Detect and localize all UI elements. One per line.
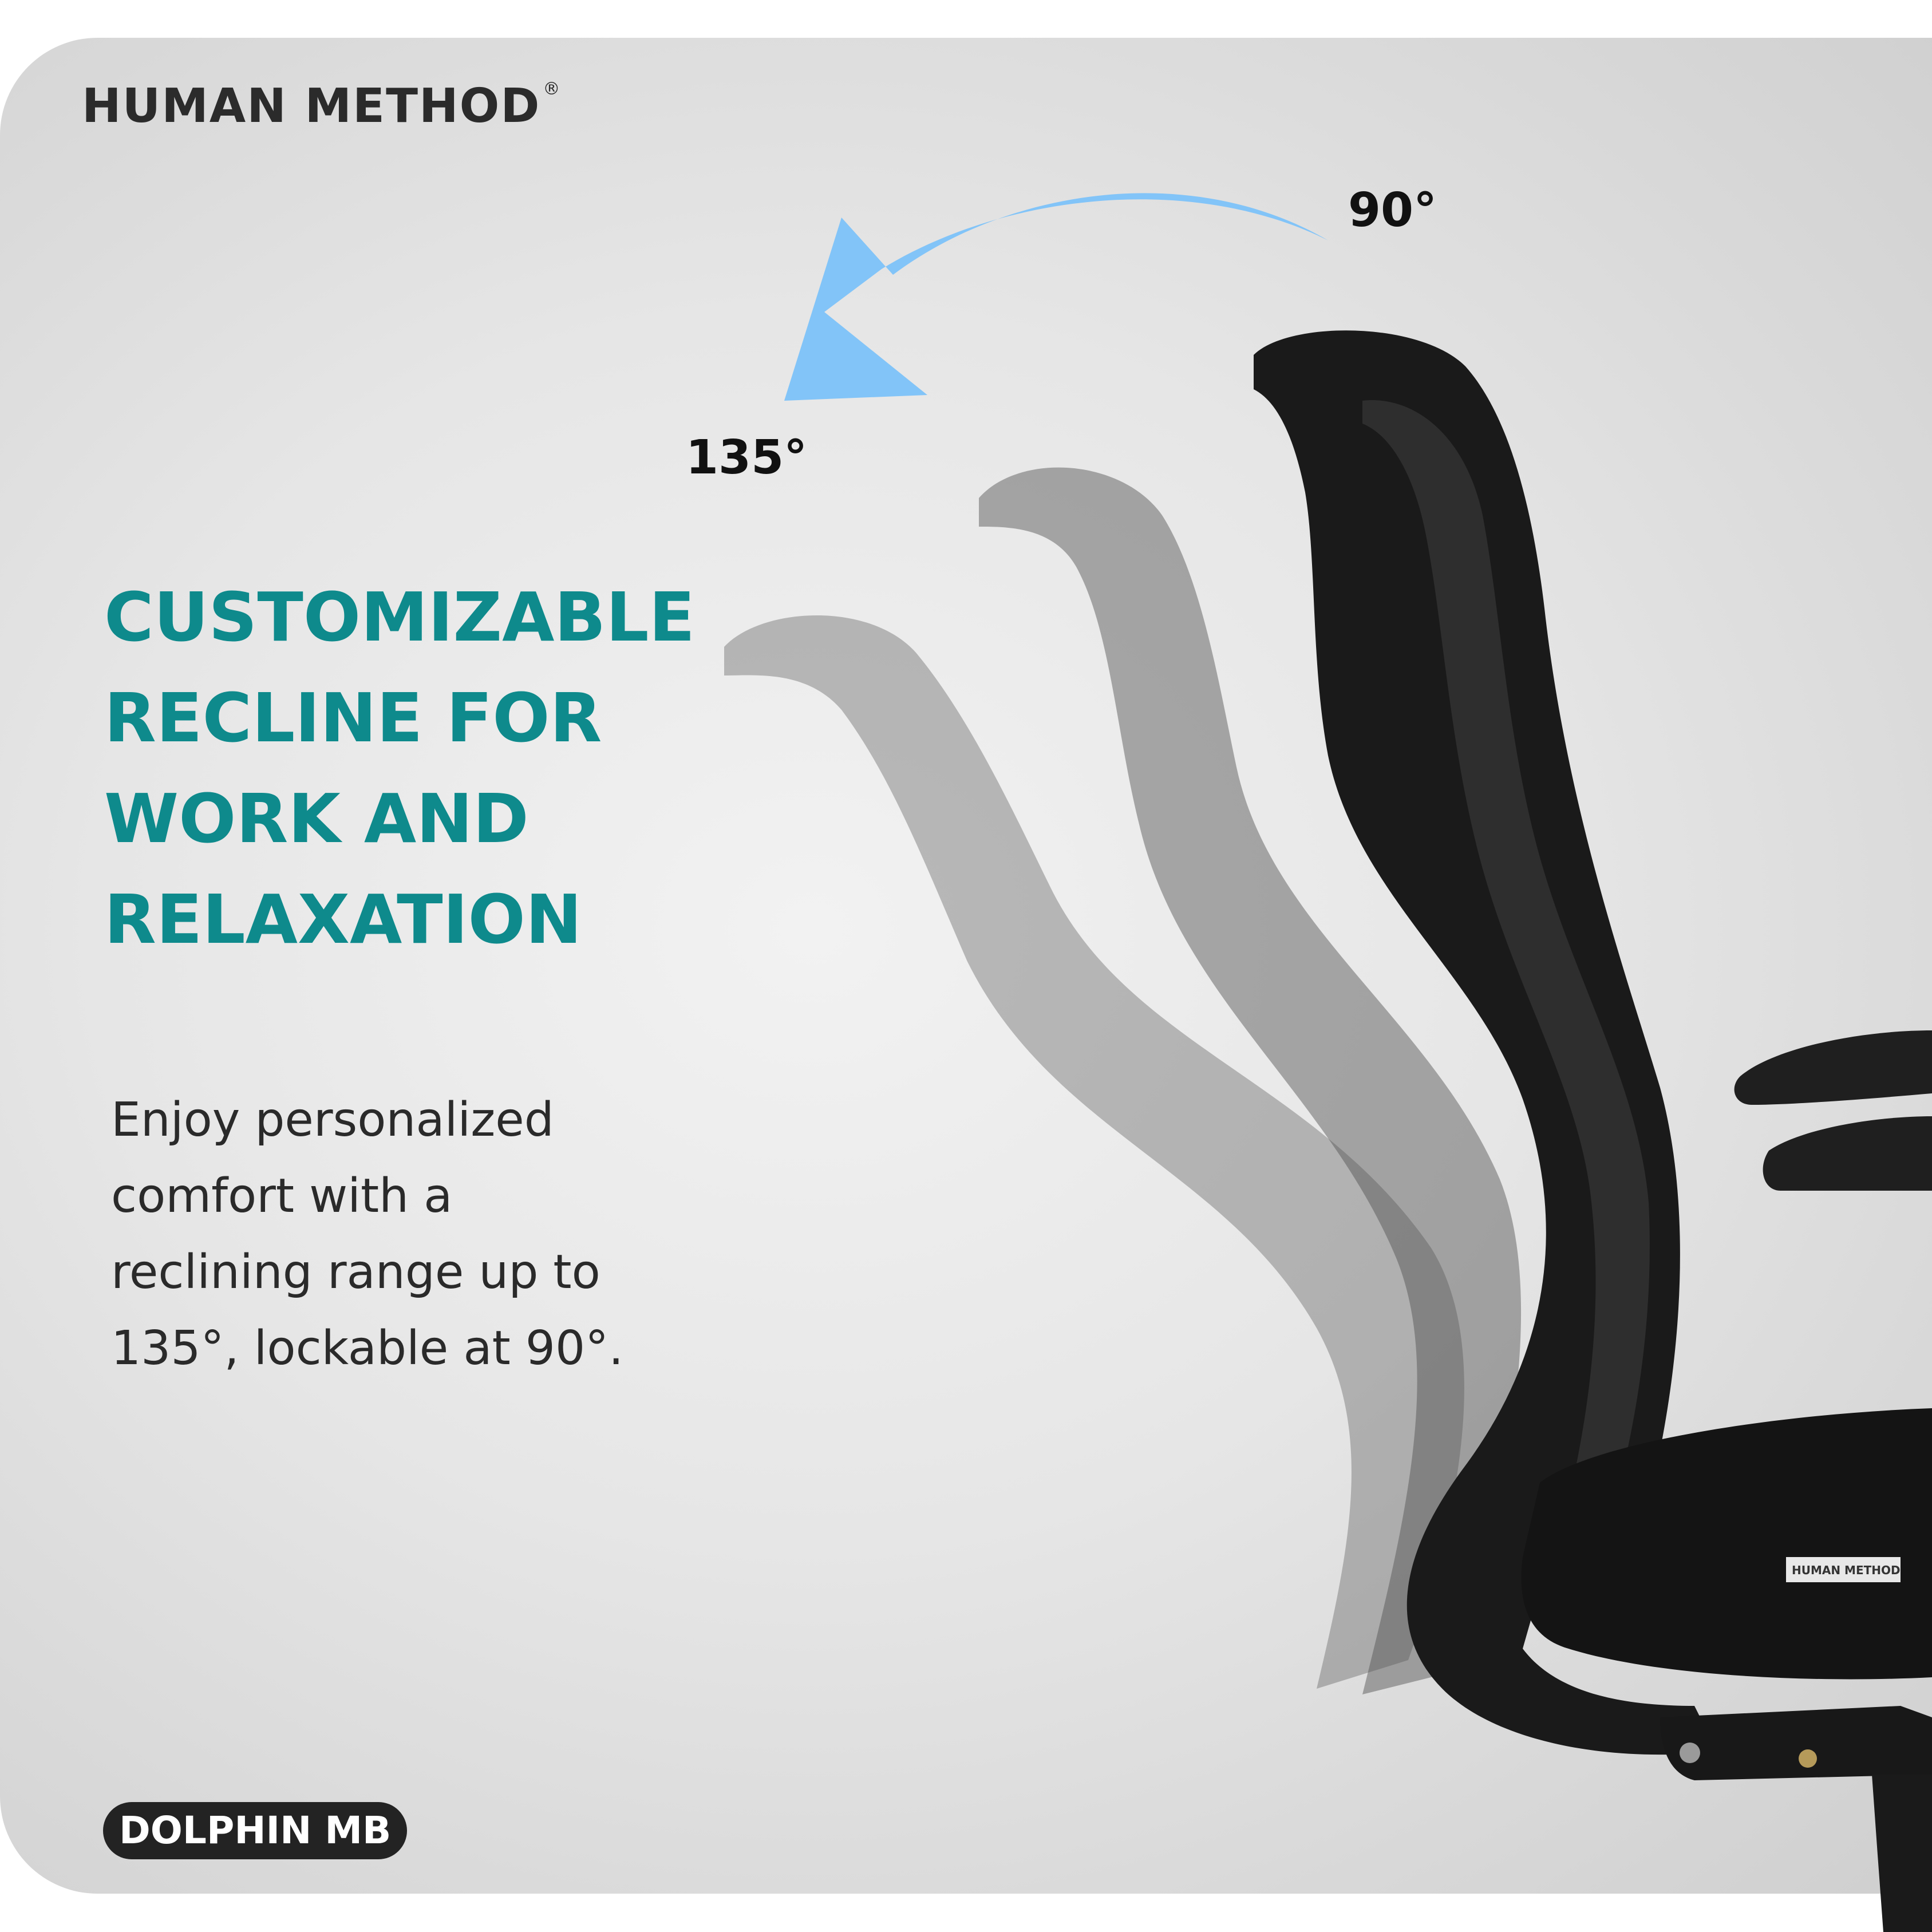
chair-backrest bbox=[1254, 330, 1717, 1755]
brand-logo: HUMAN METHOD® bbox=[82, 79, 561, 133]
headline: CUSTOMIZABLE RECLINE FOR WORK AND RELAXA… bbox=[104, 567, 791, 970]
angle-label-135: 135° bbox=[686, 430, 808, 485]
description-line: Enjoy personalized bbox=[111, 1093, 554, 1147]
chair-armrest bbox=[1734, 1030, 1932, 1191]
recline-arrow bbox=[784, 193, 1328, 401]
description: Enjoy personalized comfort with a reclin… bbox=[111, 1082, 741, 1386]
headline-line: CUSTOMIZABLE bbox=[104, 578, 696, 657]
description-line: reclining range up to bbox=[111, 1245, 600, 1299]
chair-mechanism bbox=[1660, 1706, 1932, 1932]
description-line: comfort with a bbox=[111, 1169, 453, 1223]
headline-line: RELAXATION bbox=[104, 880, 582, 959]
ghost-backrest-135 bbox=[724, 615, 1464, 1689]
registered-mark: ® bbox=[543, 79, 562, 99]
brand-name: HUMAN METHOD bbox=[82, 79, 541, 133]
headline-line: RECLINE FOR bbox=[104, 678, 602, 757]
model-badge: DOLPHIN MB bbox=[103, 1802, 408, 1859]
headline-line: WORK AND bbox=[104, 779, 529, 858]
description-line: 135°, lockable at 90°. bbox=[111, 1321, 624, 1376]
chair-seat bbox=[1521, 1408, 1932, 1680]
angle-label-90: 90° bbox=[1348, 183, 1437, 238]
